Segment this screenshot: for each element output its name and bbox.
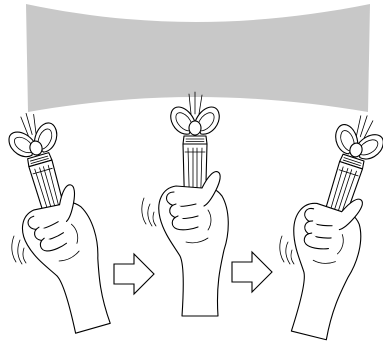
step-3-hand <box>269 185 371 342</box>
step-2-hand-upright <box>142 92 228 316</box>
step-3-motion-lines <box>280 236 294 264</box>
step-1-motion-lines <box>12 236 26 264</box>
step-1-hand <box>14 182 121 340</box>
transition-arrow-2 <box>232 252 272 292</box>
step-1-hand-tilted-left <box>3 107 120 340</box>
transition-arrow-1 <box>114 254 154 294</box>
step-3-hand-tilted-right <box>269 108 383 342</box>
step-2-motion-lines <box>142 198 156 226</box>
projection-screen <box>26 4 370 112</box>
step-2-hand <box>159 172 228 316</box>
